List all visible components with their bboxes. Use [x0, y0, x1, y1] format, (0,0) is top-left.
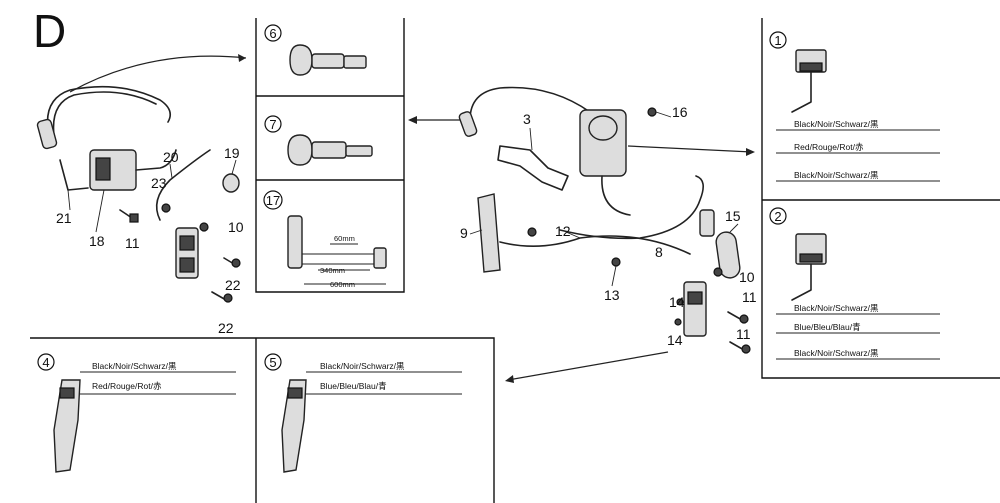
inset-2-wire-bottom: Black/Noir/Schwarz/黒 — [794, 348, 879, 358]
inset-4-number: 4 — [42, 355, 49, 370]
callout-18: 18 — [89, 233, 105, 249]
callout-19: 19 — [224, 145, 240, 161]
inset-2-condenser: Black/Noir/Schwarz/黒 Blue/Bleu/Blau/青 Bl… — [776, 233, 940, 360]
callout-13: 13 — [604, 287, 620, 303]
inset-6-plug-cap — [289, 44, 367, 76]
inset-1-wire-mid: Red/Rouge/Rot/赤 — [794, 142, 864, 152]
callout-3: 3 — [523, 111, 531, 127]
inset-4-wire-top: Black/Noir/Schwarz/黒 — [92, 361, 177, 371]
callout-15: 15 — [725, 208, 741, 224]
callout-16: 16 — [672, 104, 688, 120]
inset-6-number: 6 — [269, 26, 276, 41]
callout-21: 21 — [56, 210, 72, 226]
callout-23: 23 — [151, 175, 167, 191]
inset-2-wire-mid: Blue/Bleu/Blau/青 — [794, 322, 861, 332]
inset-1-condenser: Black/Noir/Schwarz/黒 Red/Rouge/Rot/赤 Bla… — [776, 49, 940, 182]
inset-5-number: 5 — [269, 355, 276, 370]
inset-2-number: 2 — [774, 209, 781, 224]
inset-17-switch: 60mm 340mm 600mm — [287, 215, 387, 289]
callout-9: 9 — [460, 225, 468, 241]
callout-11-left: 11 — [125, 235, 140, 251]
dim-60mm: 60mm — [334, 234, 355, 243]
inset-5-wire-bottom: Blue/Bleu/Blau/青 — [320, 381, 387, 391]
callout-22-lower: 22 — [218, 320, 234, 336]
inset-5-wire-top: Black/Noir/Schwarz/黒 — [320, 361, 405, 371]
left-ignition-assembly — [36, 85, 241, 303]
callout-10-left: 10 — [228, 219, 244, 235]
inset-1-number: 1 — [774, 33, 781, 48]
inset-4-wire-bottom: Red/Rouge/Rot/赤 — [92, 381, 162, 391]
inset-4-switch: Black/Noir/Schwarz/黒 Red/Rouge/Rot/赤 — [53, 361, 236, 473]
dim-600mm: 600mm — [330, 280, 355, 289]
inset-frames — [30, 18, 1000, 503]
right-ignition-assembly — [458, 86, 751, 354]
inset-2-wire-top: Black/Noir/Schwarz/黒 — [794, 303, 879, 313]
callout-8: 8 — [655, 244, 663, 260]
callout-11-right-upper: 11 — [742, 289, 757, 305]
dim-340mm: 340mm — [320, 266, 345, 275]
inset-labels: 6 7 17 1 2 4 5 — [37, 24, 787, 371]
inset-7-plug-cap — [287, 134, 373, 166]
callout-14-lower: 14 — [667, 332, 683, 348]
callout-12: 12 — [555, 223, 571, 239]
pointer-arrows — [69, 54, 755, 383]
section-letter: D — [33, 5, 66, 57]
callout-14-upper: 14 — [669, 294, 685, 310]
callout-10-right: 10 — [739, 269, 755, 285]
inset-7-number: 7 — [269, 117, 276, 132]
inset-17-number: 17 — [266, 193, 280, 208]
callout-20: 20 — [163, 149, 179, 165]
inset-5-switch: Black/Noir/Schwarz/黒 Blue/Bleu/Blau/青 — [281, 361, 462, 473]
callout-22-upper: 22 — [225, 277, 241, 293]
inset-1-wire-bottom: Black/Noir/Schwarz/黒 — [794, 170, 879, 180]
inset-1-wire-top: Black/Noir/Schwarz/黒 — [794, 119, 879, 129]
callout-11-right-lower: 11 — [736, 326, 751, 342]
callout-numbers: 3 8 9 10 10 11 11 11 12 13 14 14 15 16 1… — [56, 104, 757, 348]
